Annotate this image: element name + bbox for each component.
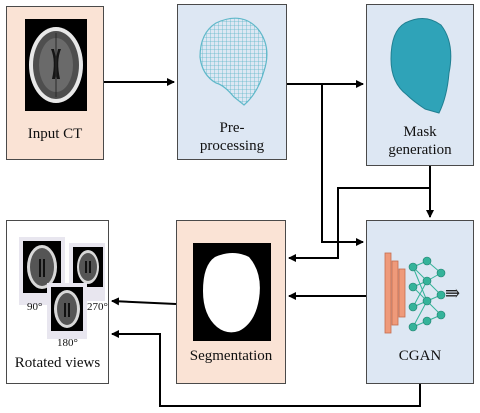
rotated-ct-images: [19, 237, 105, 339]
mask-generation-label-line2: generation: [388, 142, 452, 158]
ct-scan-image: [25, 19, 87, 111]
input-ct-label: Input CT: [27, 126, 83, 142]
segmentation-box: Segmentation: [176, 220, 286, 384]
rotated-views-label: Rotated views: [14, 355, 101, 371]
cgan-network-icon: [384, 252, 446, 334]
preprocessing-box: Pre- processing: [177, 4, 287, 160]
edge-segmentation-to-rotated: [111, 297, 177, 306]
mesh-skull-image: [199, 17, 268, 106]
edge-cgan-to-rotated: [111, 330, 421, 407]
angle-180-label: 180°: [57, 337, 78, 349]
cgan-output-arrow-icon: ⇛: [445, 283, 461, 303]
cgan-label: CGAN: [398, 348, 442, 364]
angle-270-label: 270°: [87, 301, 108, 313]
rotated-views-box: 90° 270° 180° Rotated views: [6, 220, 109, 384]
preprocessing-label-line1: Pre-: [219, 120, 245, 136]
preprocessing-label-line2: processing: [199, 138, 265, 154]
mask-generation-box: Mask generation: [366, 4, 474, 166]
edge-preprocessing-to-cgan: [321, 84, 364, 246]
segmentation-label: Segmentation: [189, 348, 273, 364]
edge-mask-to-segmentation: [288, 187, 430, 262]
input-ct-box: Input CT: [6, 6, 104, 160]
mask-shape-image: [390, 18, 452, 114]
angle-90-label: 90°: [27, 301, 43, 313]
cgan-box: ⇛ CGAN: [366, 220, 474, 384]
segmentation-image: [193, 243, 271, 341]
mask-generation-label-line1: Mask: [403, 124, 437, 140]
